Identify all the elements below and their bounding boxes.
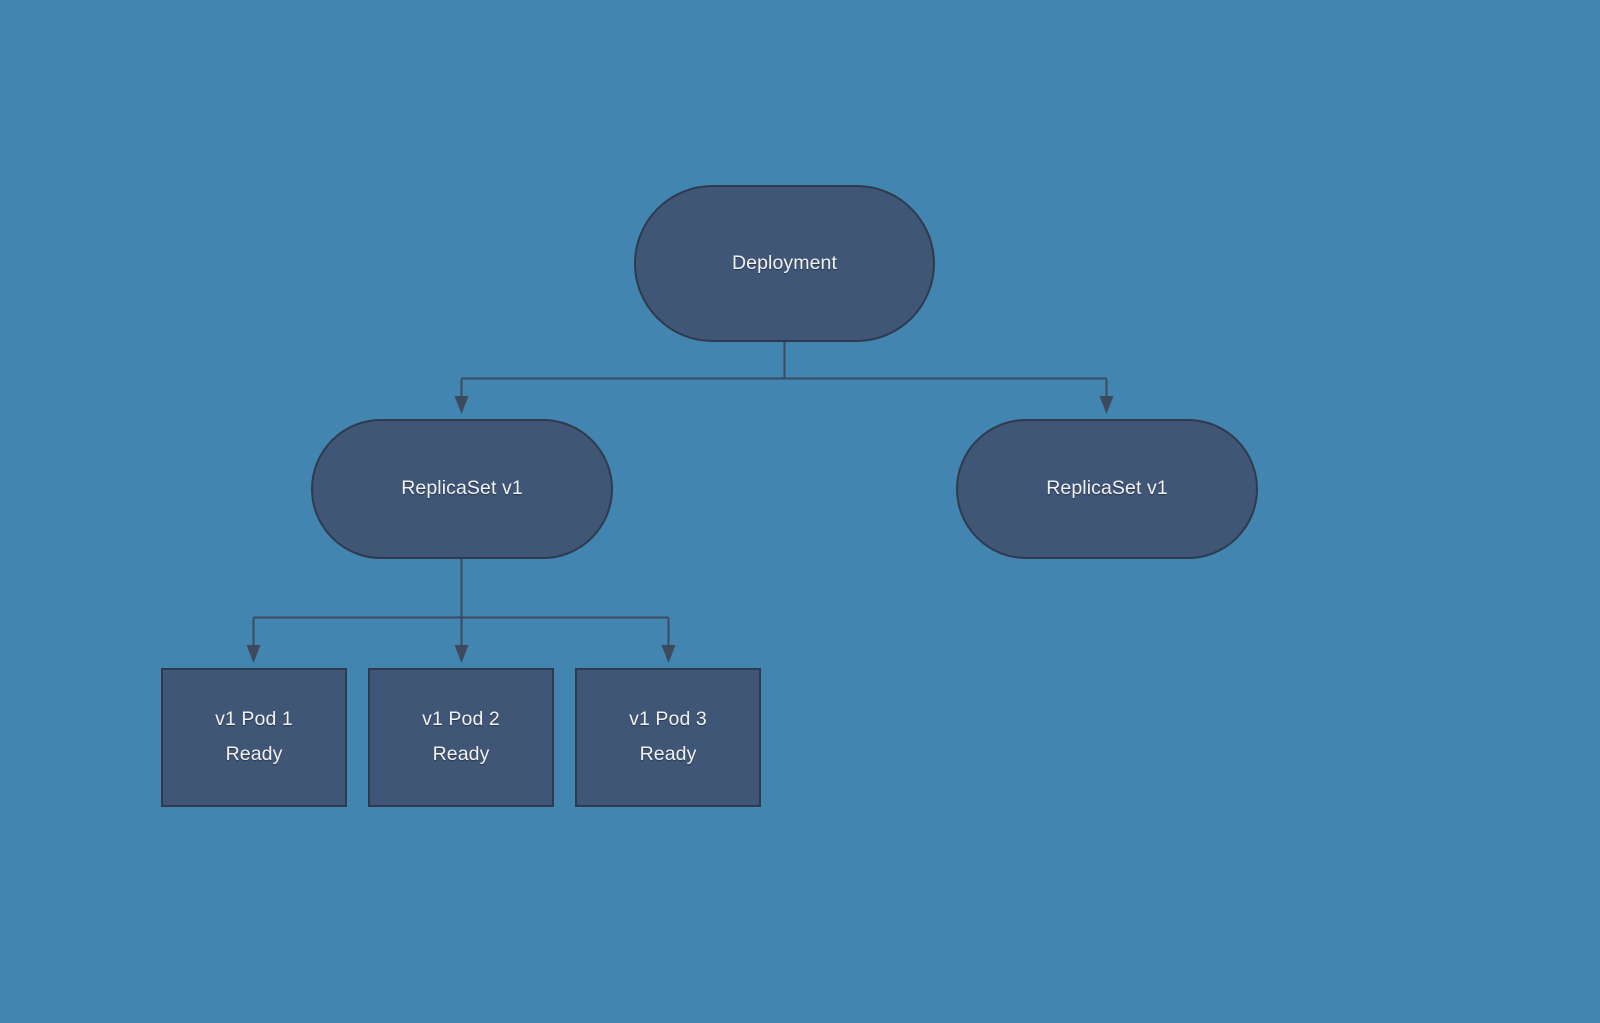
node-replicaset-left-label: ReplicaSet v1: [401, 477, 523, 500]
node-pod-2[interactable]: v1 Pod 2 Ready: [368, 668, 554, 807]
node-replicaset-right[interactable]: ReplicaSet v1: [956, 419, 1258, 559]
arrowhead-icon-pod-1: [246, 645, 261, 663]
node-replicaset-right-label: ReplicaSet v1: [1046, 477, 1168, 500]
node-pod-2-status: Ready: [432, 743, 490, 765]
node-deployment-label: Deployment: [731, 251, 838, 274]
node-pod-3-status: Ready: [639, 743, 697, 765]
node-pod-2-label: v1 Pod 2: [422, 708, 500, 731]
arrowhead-icon-rs-right: [1099, 396, 1114, 414]
node-pod-3-label: v1 Pod 3: [629, 708, 707, 731]
node-pod-3[interactable]: v1 Pod 3 Ready: [575, 668, 761, 807]
arrowhead-icon-pod-3: [661, 645, 676, 663]
node-pod-1-label: v1 Pod 1: [215, 708, 293, 731]
arrowhead-icon-rs-left: [454, 396, 469, 414]
node-deployment[interactable]: Deployment: [634, 185, 935, 342]
arrowhead-icon-pod-2: [454, 645, 469, 663]
node-replicaset-left[interactable]: ReplicaSet v1: [311, 419, 613, 559]
node-pod-1-status: Ready: [225, 743, 283, 765]
node-pod-1[interactable]: v1 Pod 1 Ready: [161, 668, 347, 807]
